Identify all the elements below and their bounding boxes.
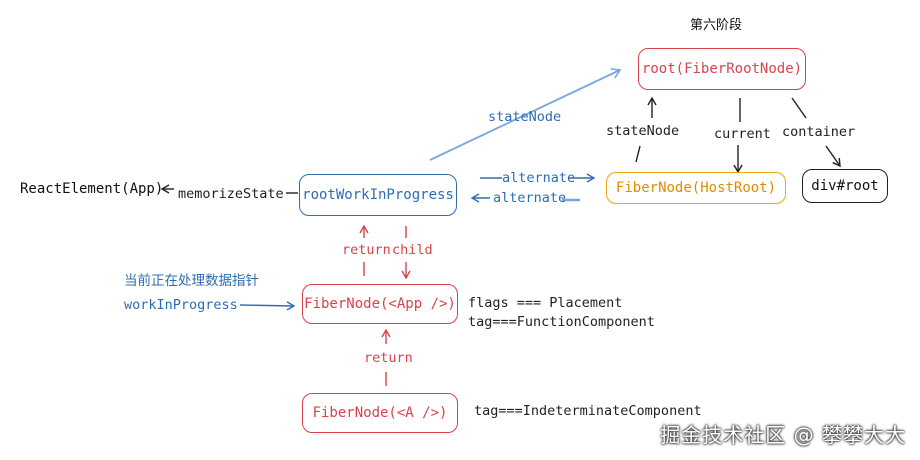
label-current: current [714,126,771,142]
annotation-app-flags: flags === Placement [468,295,623,311]
label-return-bottom: return [364,350,413,366]
annotation-wip-pointer-desc: 当前正在处理数据指针 [124,273,259,289]
label-memorize-state: memorizeState [178,186,284,202]
label-alternate-bottom: alternate [493,190,567,206]
annotation-wip-pointer: workInProgress [124,297,238,313]
stage-title: 第六阶段 [690,18,743,33]
node-fiber-app: FiberNode(<App />) [302,284,458,324]
edge-wip-pointer [239,301,296,311]
label-child: child [392,242,433,258]
node-root-fiber-root: root(FiberRootNode) [638,48,806,90]
edge-root-container-line [791,97,807,119]
node-react-element: ReactElement(App) [20,181,164,197]
annotation-app-tag: tag===FunctionComponent [468,314,655,330]
label-statenode-blue: stateNode [488,109,562,125]
node-fiber-a: FiberNode(<A />) [302,393,458,433]
node-fiber-host-root: FiberNode(HostRoot) [606,172,786,204]
watermark: 掘金技术社区 @ 攀攀大大 [660,423,906,447]
edge-hostroot-statenode-line [635,145,641,163]
label-return-top: return [342,242,391,258]
label-statenode: stateNode [606,123,680,139]
node-div-root: div#root [802,169,888,203]
label-container: container [782,124,856,140]
edge-root-container-arrow [825,145,841,168]
annotation-a-tag: tag===IndeterminateComponent [474,403,702,419]
edge-wip-statenode [429,68,622,161]
label-alternate-top: alternate [502,170,576,186]
node-root-work-in-progress: rootWorkInProgress [299,174,457,216]
